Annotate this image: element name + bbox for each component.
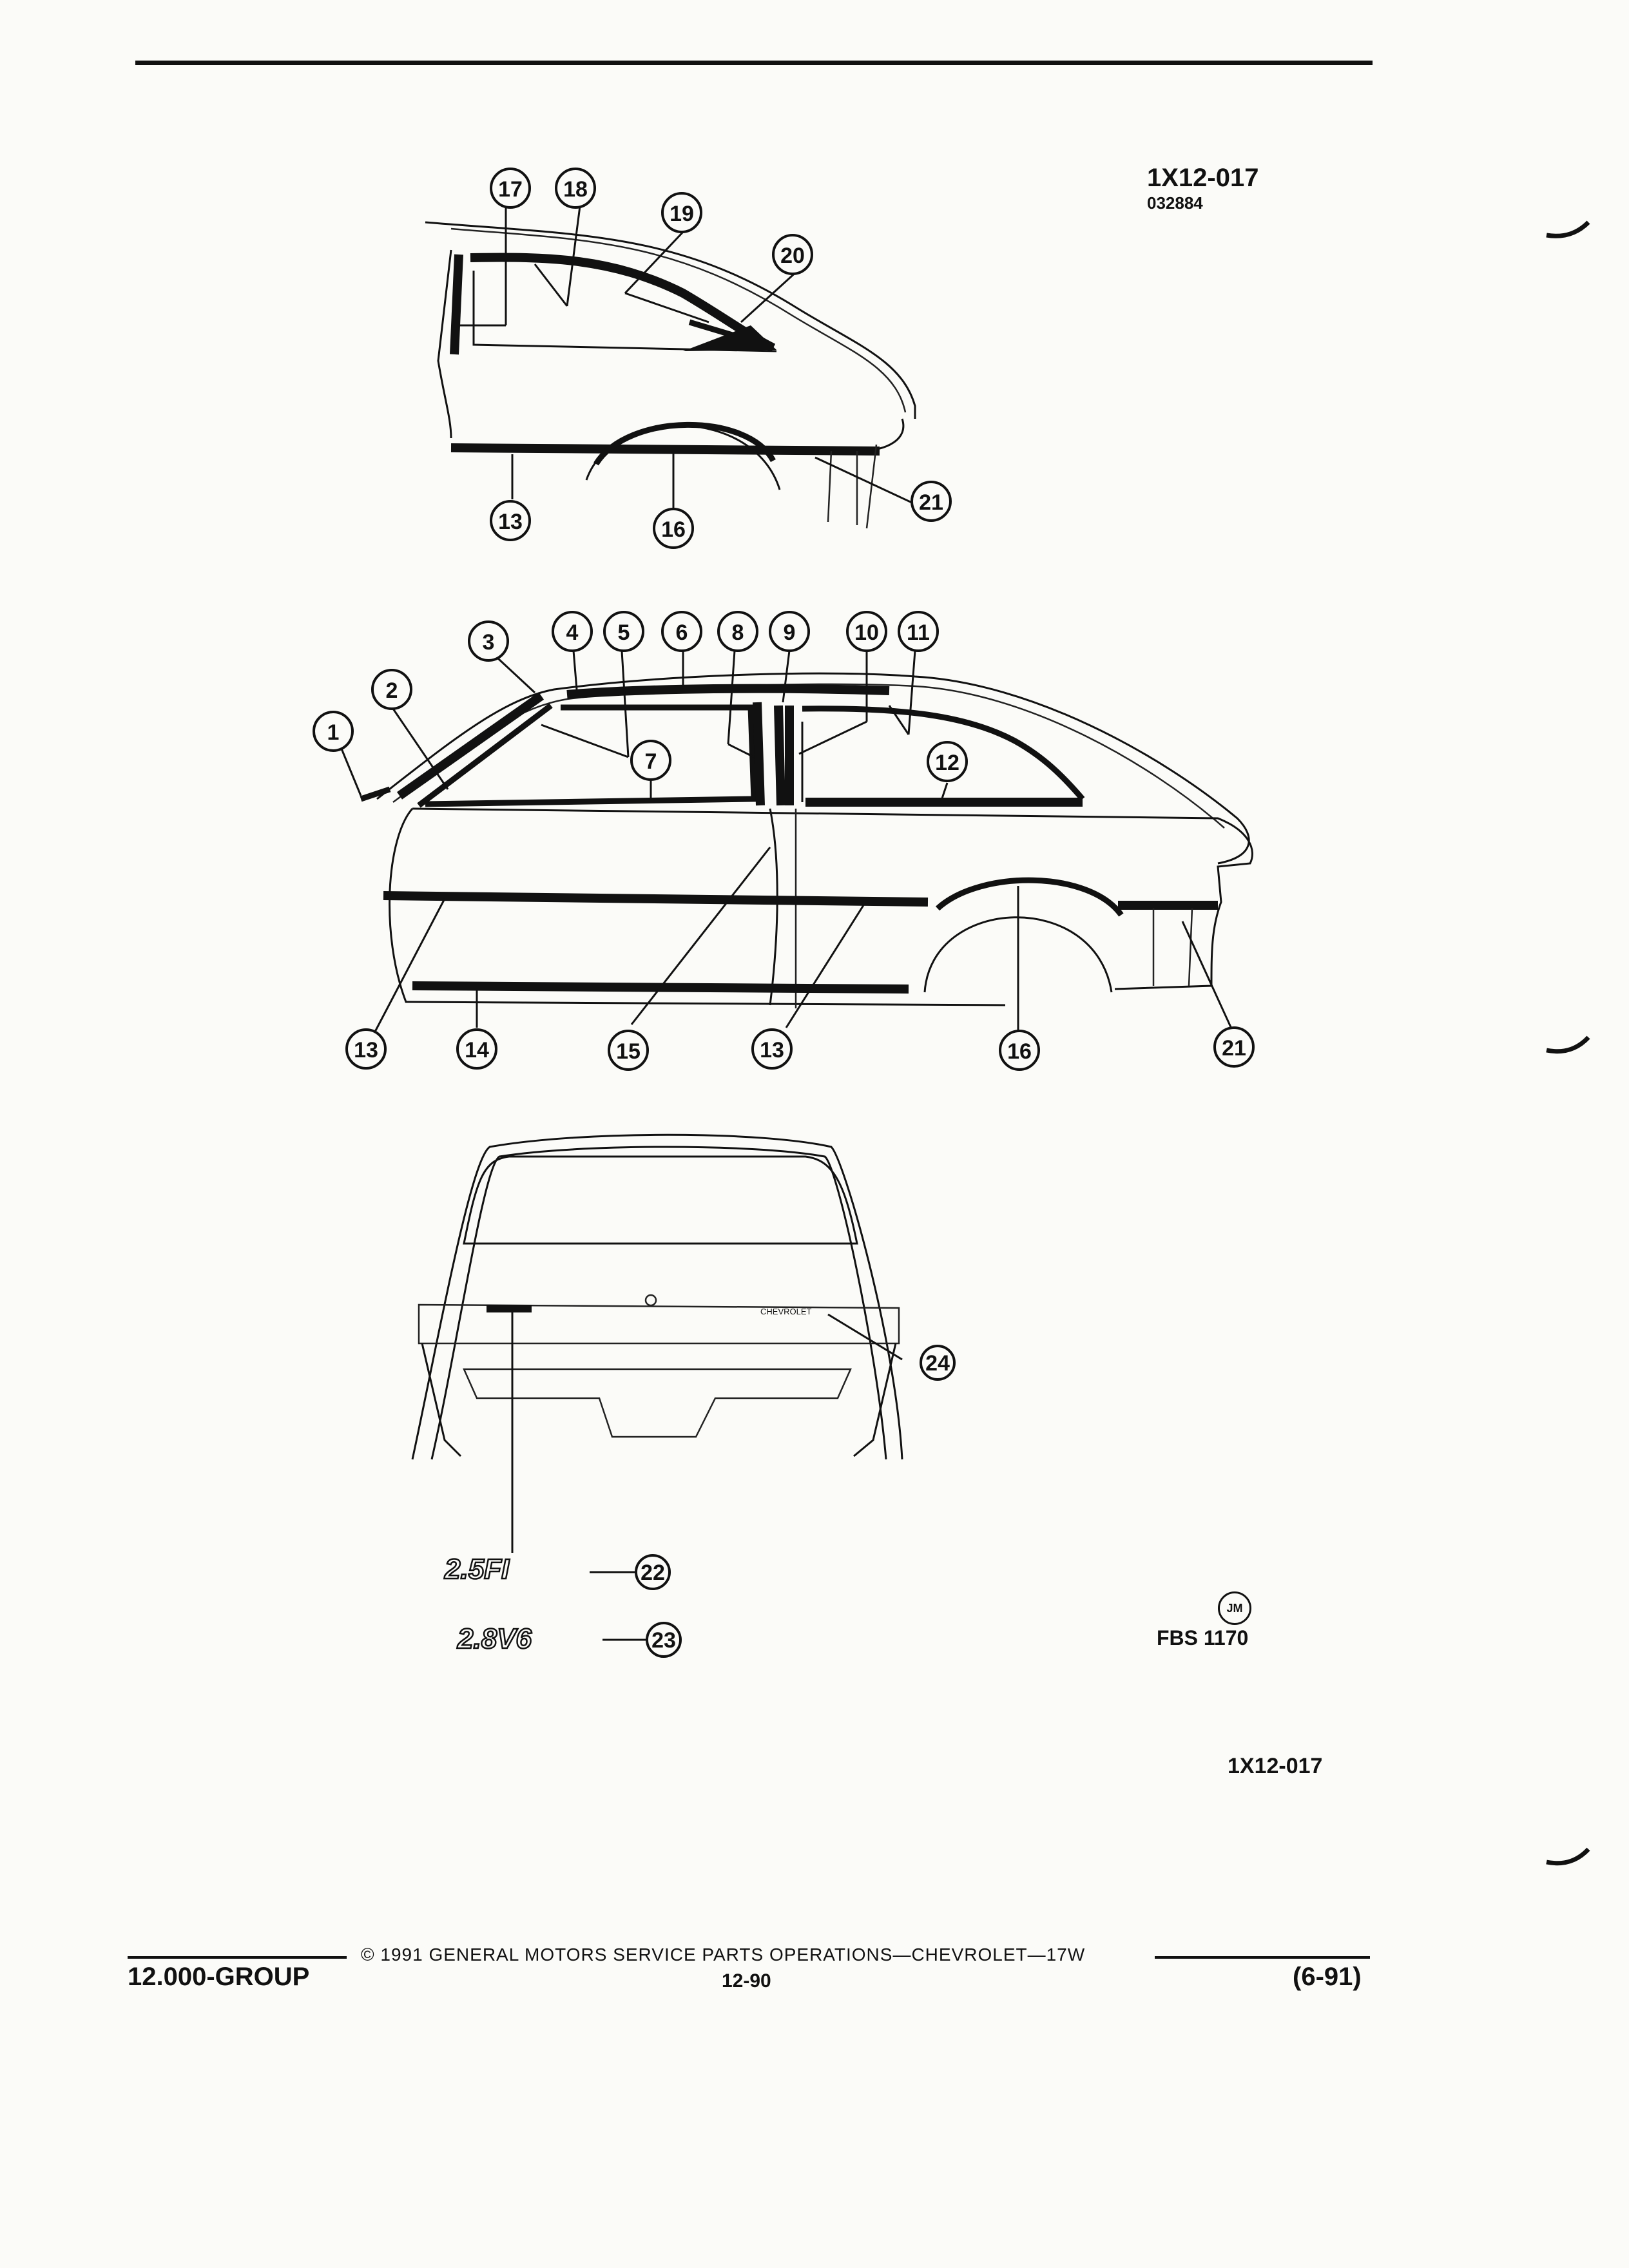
footer-copyright: © 1991 GENERAL MOTORS SERVICE PARTS OPER… — [361, 1945, 1086, 1965]
svg-text:3: 3 — [483, 630, 495, 655]
side-view — [360, 672, 1253, 1008]
molding-1 — [360, 786, 391, 802]
svg-text:13: 13 — [354, 1038, 378, 1062]
svg-text:4: 4 — [566, 620, 579, 645]
callout-7: 7 — [630, 740, 671, 781]
callout-16-top: 16 — [653, 508, 694, 549]
svg-text:12: 12 — [935, 751, 959, 775]
badge-2-8v6: 2.8V6 — [457, 1623, 532, 1655]
badge-2-5fi: 2.5FI — [444, 1553, 510, 1585]
molding-11 — [802, 706, 1085, 801]
molding-9 — [774, 705, 786, 806]
footer-date: (6-91) — [1293, 1963, 1362, 1991]
svg-text:16: 16 — [661, 517, 686, 542]
svg-text:1: 1 — [327, 720, 340, 745]
svg-text:16: 16 — [1007, 1039, 1032, 1064]
footer-group: 12.000-GROUP — [128, 1963, 310, 1991]
window-20-fill — [683, 325, 776, 351]
molding-16-side — [935, 877, 1124, 917]
svg-text:13: 13 — [760, 1038, 784, 1062]
svg-text:2: 2 — [386, 678, 398, 703]
svg-text:19: 19 — [670, 202, 694, 226]
rear-badge-spot — [487, 1305, 532, 1312]
molding-13-top — [450, 443, 880, 456]
callout-18: 18 — [555, 168, 596, 209]
header-rule — [135, 61, 1373, 65]
callout-8: 8 — [717, 611, 758, 652]
svg-text:8: 8 — [732, 620, 744, 645]
callout-19: 19 — [661, 192, 702, 233]
svg-text:5: 5 — [618, 620, 630, 645]
figure-code-top: 1X12-017 — [1147, 164, 1259, 192]
svg-text:22: 22 — [641, 1561, 665, 1585]
footer-rule-right — [1155, 1956, 1370, 1959]
svg-text:9: 9 — [784, 620, 796, 645]
callout-23: 23 — [646, 1622, 682, 1658]
fbs-code: FBS 1170 — [1157, 1626, 1249, 1649]
figure-code-bottom: 1X12-017 — [1228, 1754, 1323, 1778]
front-window-frame — [425, 704, 757, 807]
svg-text:20: 20 — [780, 244, 805, 268]
callout-21-side: 21 — [1213, 1026, 1255, 1068]
callout-13-top: 13 — [490, 500, 531, 541]
callout-9: 9 — [769, 611, 810, 652]
footer-rule-left — [128, 1956, 347, 1959]
callout-2: 2 — [371, 669, 412, 710]
svg-text:17: 17 — [498, 177, 523, 202]
rear-chevrolet-script: CHEVROLET — [760, 1307, 812, 1316]
binder-marks — [1546, 220, 1590, 1866]
callout-21-top: 21 — [911, 481, 952, 522]
molding-8 — [753, 702, 765, 806]
svg-text:6: 6 — [676, 620, 688, 645]
svg-text:23: 23 — [651, 1628, 676, 1653]
callout-5: 5 — [603, 611, 644, 652]
callout-17: 17 — [490, 168, 531, 209]
svg-text:18: 18 — [563, 177, 588, 202]
svg-text:21: 21 — [1222, 1036, 1246, 1061]
callout-10: 10 — [846, 611, 887, 652]
svg-text:24: 24 — [925, 1351, 950, 1376]
svg-text:7: 7 — [645, 749, 657, 774]
svg-text:13: 13 — [498, 510, 523, 534]
callout-1: 1 — [313, 711, 354, 752]
callout-11: 11 — [898, 611, 939, 652]
callout-14: 14 — [456, 1028, 497, 1070]
callout-20: 20 — [772, 234, 813, 275]
callout-16-side: 16 — [999, 1030, 1040, 1071]
callout-3: 3 — [468, 620, 509, 662]
callout-13-left: 13 — [345, 1028, 387, 1070]
rear-view: CHEVROLET — [411, 1133, 903, 1460]
svg-text:21: 21 — [919, 490, 943, 515]
callout-15: 15 — [608, 1030, 649, 1071]
callout-13-mid: 13 — [751, 1028, 793, 1070]
callout-6: 6 — [661, 611, 702, 652]
callout-22: 22 — [635, 1554, 671, 1590]
svg-text:11: 11 — [907, 620, 930, 645]
rear-quarter-view — [425, 221, 916, 529]
callout-24: 24 — [920, 1345, 956, 1381]
callout-12: 12 — [927, 741, 968, 782]
footer-page-number: 12-90 — [722, 1970, 771, 1992]
callout-4: 4 — [552, 611, 593, 652]
molding-2 — [396, 692, 545, 800]
molding-13-side — [383, 891, 929, 907]
figure-subcode: 032884 — [1147, 193, 1203, 213]
callouts: 17 18 19 20 13 16 21 1 2 3 4 5 6 8 9 10 … — [313, 168, 1255, 1658]
artist-mark: JM — [1218, 1591, 1251, 1625]
svg-text:15: 15 — [616, 1039, 641, 1064]
molding-17-vertical — [450, 254, 463, 355]
molding-6 — [566, 684, 890, 699]
svg-text:14: 14 — [465, 1038, 489, 1062]
svg-text:10: 10 — [854, 620, 879, 645]
leader-lines — [337, 206, 1235, 1641]
